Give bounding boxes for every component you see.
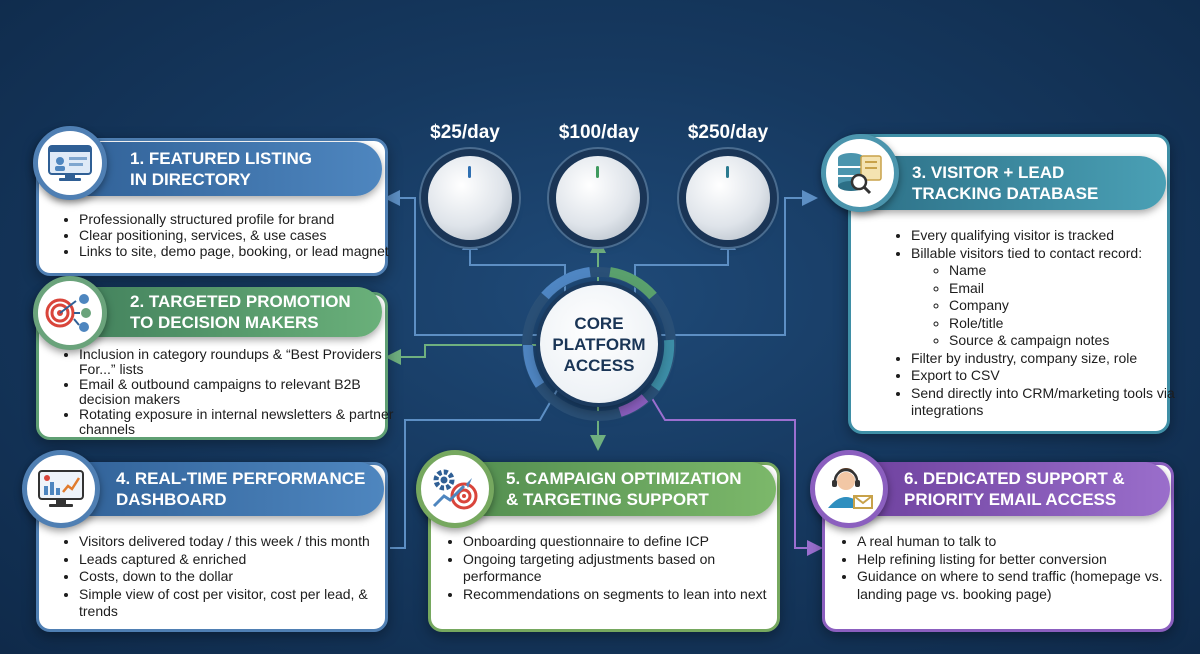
target-audience-icon bbox=[45, 294, 91, 332]
card-title: 2. TARGETED PROMOTION TO DECISION MAKERS bbox=[130, 292, 351, 332]
list-item: Professionally structured profile for br… bbox=[79, 211, 397, 227]
list-item: Guidance on where to send traffic (homep… bbox=[857, 568, 1183, 603]
featured-bullets: Professionally structured profile for br… bbox=[61, 211, 397, 259]
list-item: Rotating exposure in internal newsletter… bbox=[79, 407, 397, 437]
dashboard-badge bbox=[22, 450, 100, 528]
list-item: Filter by industry, company size, role bbox=[911, 350, 1181, 368]
dashboard-chart-icon bbox=[38, 470, 84, 507]
knob-label-100: $100/day bbox=[558, 122, 640, 143]
list-item: Send directly into CRM/marketing tools v… bbox=[911, 385, 1181, 420]
list-item: Recommendations on segments to lean into… bbox=[463, 586, 789, 604]
list-item: Email & outbound campaigns to relevant B… bbox=[79, 377, 397, 407]
optimization-bullets: Onboarding questionnaire to define ICP O… bbox=[445, 533, 789, 603]
support-badge bbox=[810, 450, 888, 528]
list-item: Visitors delivered today / this week / t… bbox=[79, 533, 405, 551]
list-item: Billable visitors tied to contact record… bbox=[911, 245, 1181, 263]
core-platform-node: CORE PLATFORM ACCESS bbox=[540, 285, 658, 403]
card-title: 1. FEATURED LISTING IN DIRECTORY bbox=[130, 149, 312, 189]
knob-label-25: $25/day bbox=[430, 122, 500, 143]
budget-knob-25[interactable] bbox=[428, 156, 512, 240]
list-item: Costs, down to the dollar bbox=[79, 568, 405, 586]
list-item: Name bbox=[949, 262, 1181, 280]
promotion-bullets: Inclusion in category roundups & “Best P… bbox=[61, 347, 397, 437]
tracking-badge bbox=[821, 134, 899, 212]
optimization-badge bbox=[416, 450, 494, 528]
tracking-header: 3. VISITOR + LEAD TRACKING DATABASE bbox=[848, 156, 1166, 210]
database-search-icon bbox=[838, 153, 882, 195]
list-item: Inclusion in category roundups & “Best P… bbox=[79, 347, 397, 377]
dashboard-bullets: Visitors delivered today / this week / t… bbox=[61, 533, 405, 621]
contact-fields-list: Name Email Company Role/title Source & c… bbox=[911, 262, 1181, 350]
list-item: Help refining listing for better convers… bbox=[857, 551, 1183, 569]
budget-knob-100[interactable] bbox=[556, 156, 640, 240]
list-item: Company bbox=[949, 297, 1181, 315]
list-item: Role/title bbox=[949, 315, 1181, 333]
gear-target-icon bbox=[432, 469, 478, 510]
card-title: 6. DEDICATED SUPPORT & PRIORITY EMAIL AC… bbox=[904, 469, 1125, 509]
dashboard-header: 4. REAL-TIME PERFORMANCE DASHBOARD bbox=[40, 462, 384, 516]
knob-label-250: $250/day bbox=[687, 122, 769, 143]
list-item: Export to CSV bbox=[911, 367, 1181, 385]
knob-indicator bbox=[726, 166, 729, 178]
card-title: 5. CAMPAIGN OPTIMIZATION & TARGETING SUP… bbox=[506, 469, 742, 509]
list-item: Links to site, demo page, booking, or le… bbox=[79, 243, 397, 259]
list-item: A real human to talk to bbox=[857, 533, 1183, 551]
headset-agent-icon bbox=[828, 468, 873, 509]
list-item: Leads captured & enriched bbox=[79, 551, 405, 569]
browser-profile-icon bbox=[48, 145, 92, 181]
list-item: Clear positioning, services, & use cases bbox=[79, 227, 397, 243]
list-item: Simple view of cost per visitor, cost pe… bbox=[79, 586, 405, 621]
list-item: Ongoing targeting adjustments based on p… bbox=[463, 551, 789, 586]
budget-knob-250[interactable] bbox=[686, 156, 770, 240]
promotion-badge bbox=[33, 276, 107, 350]
list-item: Every qualifying visitor is tracked bbox=[911, 227, 1181, 245]
knob-indicator bbox=[468, 166, 471, 178]
card-title: 4. REAL-TIME PERFORMANCE DASHBOARD bbox=[116, 469, 366, 509]
support-bullets: A real human to talk to Help refining li… bbox=[839, 533, 1183, 603]
list-item: Email bbox=[949, 280, 1181, 298]
tracking-bullets: Every qualifying visitor is tracked Bill… bbox=[893, 227, 1181, 420]
card-title: 3. VISITOR + LEAD TRACKING DATABASE bbox=[912, 163, 1099, 203]
knob-indicator bbox=[596, 166, 599, 178]
list-item: Source & campaign notes bbox=[949, 332, 1181, 350]
core-label: CORE PLATFORM ACCESS bbox=[552, 313, 646, 375]
featured-badge bbox=[33, 126, 107, 200]
list-item: Onboarding questionnaire to define ICP bbox=[463, 533, 789, 551]
